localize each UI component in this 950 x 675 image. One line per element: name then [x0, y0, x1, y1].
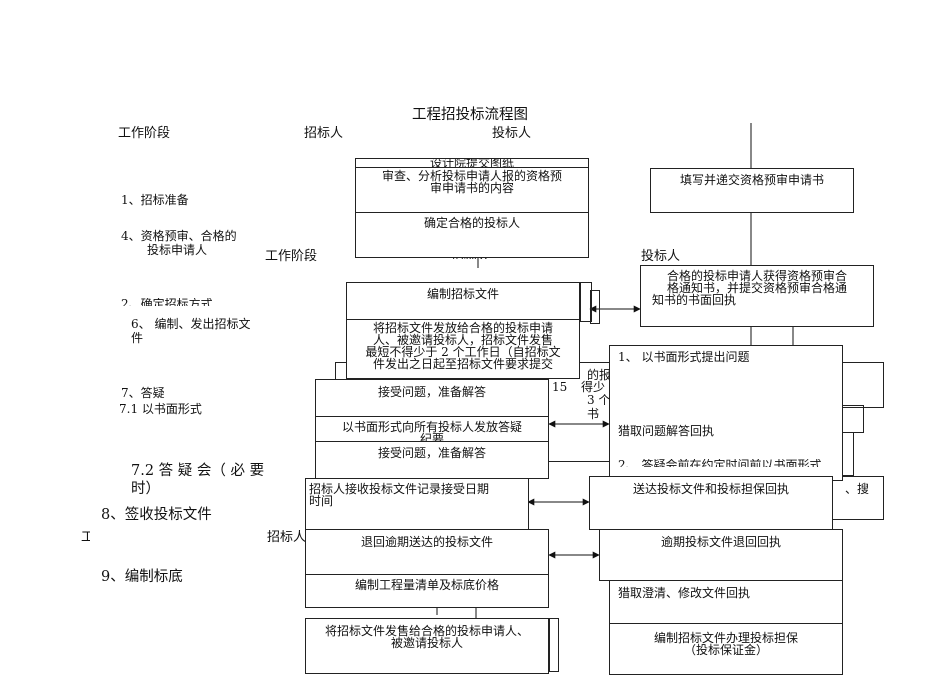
header-bidder-column: 投标人: [492, 126, 532, 141]
header-tenderer-column: 招标人: [304, 126, 344, 141]
prepare-line2: （投标保证金）: [683, 643, 768, 657]
answer-receipt-text: 猎取问题解答回执: [618, 424, 715, 438]
return-late-bids-box: 退回逾期送达的投标文件: [305, 529, 549, 575]
bidder-questions-box: 1、 以书面形式提出问题 猎取问题解答回执 2、 答疑会前在约定时间前以书面形式: [609, 345, 843, 481]
notice-line3: 知书的书面回执: [652, 293, 737, 307]
receive-questions-box-2: 接受问题，准备解答: [315, 441, 549, 479]
sell-tender-docs-box: 将招标文件发售给合格的投标申请人、 被邀请投标人: [305, 618, 549, 674]
issue-line1: 将招标文件发放给合格的投标申请: [372, 321, 553, 335]
ghost-frame: [590, 290, 600, 324]
notice-line2: 格通知书，并提交资格预审合格通: [666, 281, 847, 295]
stage-2-label: 2、确定招标方式: [121, 297, 213, 311]
confirm-bidders-box: 确定合格的投标人: [355, 212, 589, 258]
late-bid-receipt-box: 逾期投标文件退回回执: [599, 529, 843, 581]
stage-7-2-label-line2: 时）: [131, 481, 160, 497]
issue-answers-line2: 纪要: [419, 432, 444, 442]
stage-6-label-line1: 6、 编制、发出招标文: [131, 317, 251, 331]
ghost-frame: [580, 282, 592, 322]
issue-tender-docs-box: 将招标文件发放给合格的投标申请 人、被邀请投标人，招标文件发售 最短不得少于 2…: [346, 319, 580, 379]
sell-line2: 被邀请投标人: [390, 636, 463, 650]
page-title: 工程招投标流程图: [412, 107, 528, 123]
issue-answers-line1: 以书面形式向所有投标人发放答疑: [341, 420, 522, 434]
bill-of-quantities-box: 编制工程量清单及标底价格: [305, 574, 549, 608]
fragment-deshao: 得少: [581, 380, 606, 394]
compile-tender-docs-box: 编制招标文件: [346, 282, 580, 320]
stage-8-label: 8、签收投标文件: [101, 507, 212, 523]
issue-line4: 件发出之日起至招标文件要求提交: [372, 357, 553, 371]
prepare-line1: 编制招标文件办理投标担保: [653, 631, 798, 645]
meeting-questions-text: 2、 答疑会前在约定时间前以书面形式: [618, 459, 822, 467]
stage-7-label: 7、答疑: [121, 386, 165, 400]
stage-9-label: 9、编制标底: [101, 569, 183, 585]
stage-7-2-label-line1: 7.2 答 疑 会（ 必 要: [131, 463, 265, 479]
deliver-bid-box: 送达投标文件和投标担保回执: [589, 476, 833, 530]
issue-line2: 人、被邀请投标人，招标文件发售: [372, 333, 553, 347]
record-line1: 招标人接收投标文件记录接受日期: [309, 482, 490, 496]
fragment-sou: 、搜: [845, 482, 870, 496]
fragment-shu: 书: [587, 407, 600, 421]
record-line2: 时间: [309, 494, 334, 508]
fragment-bao: 的报: [587, 368, 612, 382]
design-drawings-fragment: 设计院提交图纸: [429, 159, 514, 167]
fragment-3ge: 3 个: [587, 393, 611, 407]
stage-column-fragment: 工: [81, 530, 90, 545]
clarification-receipt-box: 猎取澄清、修改文件回执: [609, 580, 843, 624]
fragment-15: 15: [552, 380, 568, 394]
stage-6-label-line2: 件: [131, 331, 144, 345]
receive-questions-box-1: 接受问题，准备解答: [315, 379, 549, 417]
stage-4-label-line2: 投标申请人: [147, 243, 208, 257]
qualification-notice-box: 合格的投标申请人获得资格预审合 格通知书，并提交资格预审合格通 知书的书面回执: [640, 265, 874, 327]
header-stage-column-repeat: 工作阶段: [265, 249, 318, 264]
written-questions-text: 1、 以书面形式提出问题: [618, 350, 750, 364]
review-qualification-box: 设计院提交图纸 审查、分析投标申请人报的资格预 审申请书的内容: [355, 158, 589, 214]
sell-line1: 将招标文件发售给合格的投标申请人、: [324, 624, 529, 638]
issue-answers-box: 以书面形式向所有投标人发放答疑 纪要: [315, 416, 549, 442]
review-line2: 审申请书的内容: [429, 181, 514, 195]
ghost-frame: [842, 405, 864, 433]
header-stage-column: 工作阶段: [118, 126, 171, 141]
stage-1-label: 1、招标准备: [121, 193, 189, 207]
header-bidder-column-repeat: 投标人: [641, 249, 681, 264]
prepare-bid-box: 编制招标文件办理投标担保 （投标保证金）: [609, 623, 843, 675]
issue-line3: 最短不得少于 2 个工作日（自招标文: [365, 345, 561, 359]
stage-7-1-label: 7.1 以书面形式: [119, 402, 202, 416]
ghost-frame: [842, 362, 884, 408]
review-line1: 审查、分析投标申请人报的资格预: [381, 169, 562, 183]
stage-4-label-line1: 4、资格预审、合格的: [121, 229, 237, 243]
ghost-frame: [842, 432, 854, 476]
submit-prequalification-box: 填写并递交资格预审申请书: [650, 168, 854, 213]
record-receipt-box: 招标人接收投标文件记录接受日期 时间: [305, 478, 529, 530]
notice-line1: 合格的投标申请人获得资格预审合: [666, 269, 847, 283]
tenderer-header-fragment: 招标人: [267, 530, 305, 545]
ghost-frame: [549, 618, 559, 672]
